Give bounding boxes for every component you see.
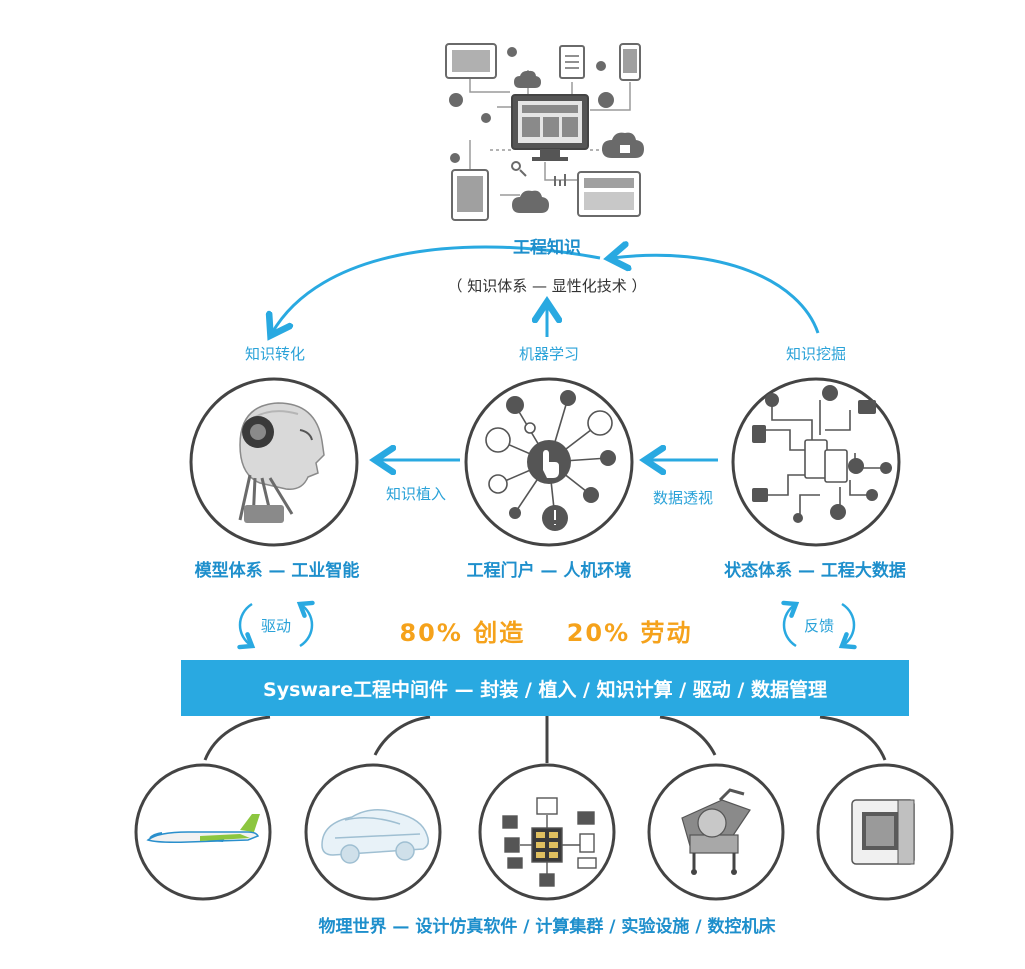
test-chamber-icon: [851, 799, 915, 865]
knowledge-implant-label: 知识植入: [385, 485, 447, 503]
knowledge-mining-label: 知识挖掘: [785, 345, 847, 363]
data-circuit-icon: [752, 385, 892, 523]
sysware-middleware-label: Sysware工程中间件 — 封装 / 植入 / 知识计算 / 驱动 / 数据管…: [263, 678, 827, 701]
engineering-portal-label: 工程门户 — 人机环境: [466, 561, 632, 581]
airplane-icon: [146, 814, 260, 843]
drive-label: 驱动: [260, 617, 292, 635]
sysware-middleware-bar: Sysware工程中间件 — 封装 / 植入 / 知识计算 / 驱动 / 数据管…: [181, 660, 909, 716]
engineering-knowledge-title: 工程知识: [513, 238, 581, 258]
hand-touch-network-icon: [485, 390, 616, 531]
engineering-knowledge-network-icon: [445, 43, 644, 221]
arrow-mining-to-knowledge: [612, 255, 820, 334]
feedback-label: 反馈: [803, 617, 835, 635]
car-wireframe-icon: [321, 809, 430, 864]
creation-labor-ratio: 80% 创造 20% 劳动: [399, 619, 693, 647]
data-perspective-label: 数据透视: [652, 489, 714, 507]
knowledge-transform-label: 知识转化: [244, 345, 306, 363]
computer-cluster-icon: [502, 797, 597, 887]
cnc-machine-icon: [681, 788, 751, 875]
physical-world-label: 物理世界 — 设计仿真软件 / 计算集群 / 实验设施 / 数控机床: [318, 917, 776, 937]
bar-connectors: [203, 715, 887, 763]
engineering-knowledge-subtitle: （ 知识体系 — 显性化技术 ）: [447, 277, 647, 295]
drive-cycle-arrows: [237, 600, 315, 650]
arrow-knowledge-to-model: [272, 245, 601, 333]
machine-learning-label: 机器学习: [518, 345, 580, 363]
robot-head-icon: [238, 402, 325, 523]
feedback-cycle-arrows: [781, 600, 857, 650]
state-system-label: 状态体系 — 工程大数据: [724, 561, 906, 581]
model-system-label: 模型体系 — 工业智能: [194, 561, 360, 581]
